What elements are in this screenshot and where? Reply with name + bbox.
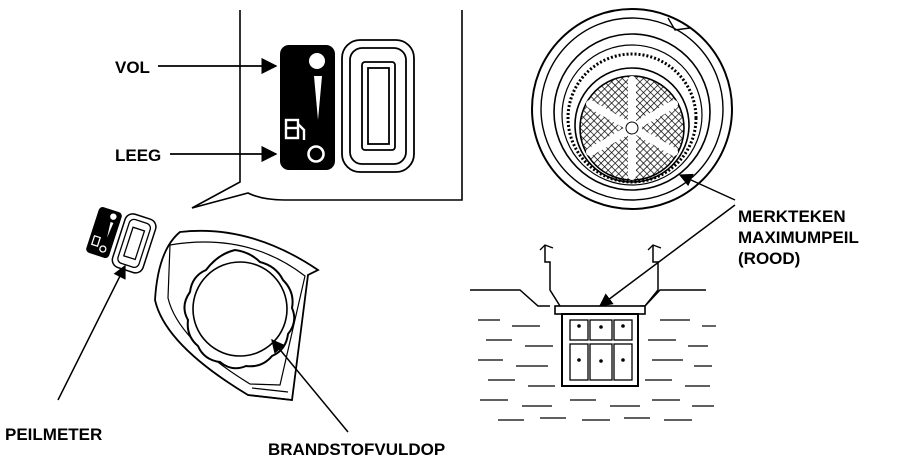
arrow-gauge <box>57 264 126 401</box>
arrow-mark-side <box>598 204 736 307</box>
fuel-pump-icon <box>284 118 306 140</box>
arrow-mark-top <box>678 173 736 201</box>
label-full: VOL <box>115 58 150 77</box>
label-cap: BRANDSTOFVULDOP <box>268 440 445 459</box>
gauge-window-large <box>341 39 415 173</box>
fuel-gauge-small <box>86 207 157 274</box>
label-mark-line2: MAXIMUMPEIL <box>738 228 859 247</box>
label-gauge: PEILMETER <box>5 425 102 444</box>
label-empty: LEEG <box>115 146 161 165</box>
label-mark-line3: (ROOD) <box>738 249 800 268</box>
fuel-filter-side-view <box>470 244 716 421</box>
fuel-gauge-face-large <box>280 45 335 170</box>
arrow-cap <box>271 338 349 433</box>
label-mark-line1: MERKTEKEN <box>738 207 846 226</box>
fuel-filter-top-view <box>531 8 733 210</box>
fuel-cap <box>154 229 320 401</box>
